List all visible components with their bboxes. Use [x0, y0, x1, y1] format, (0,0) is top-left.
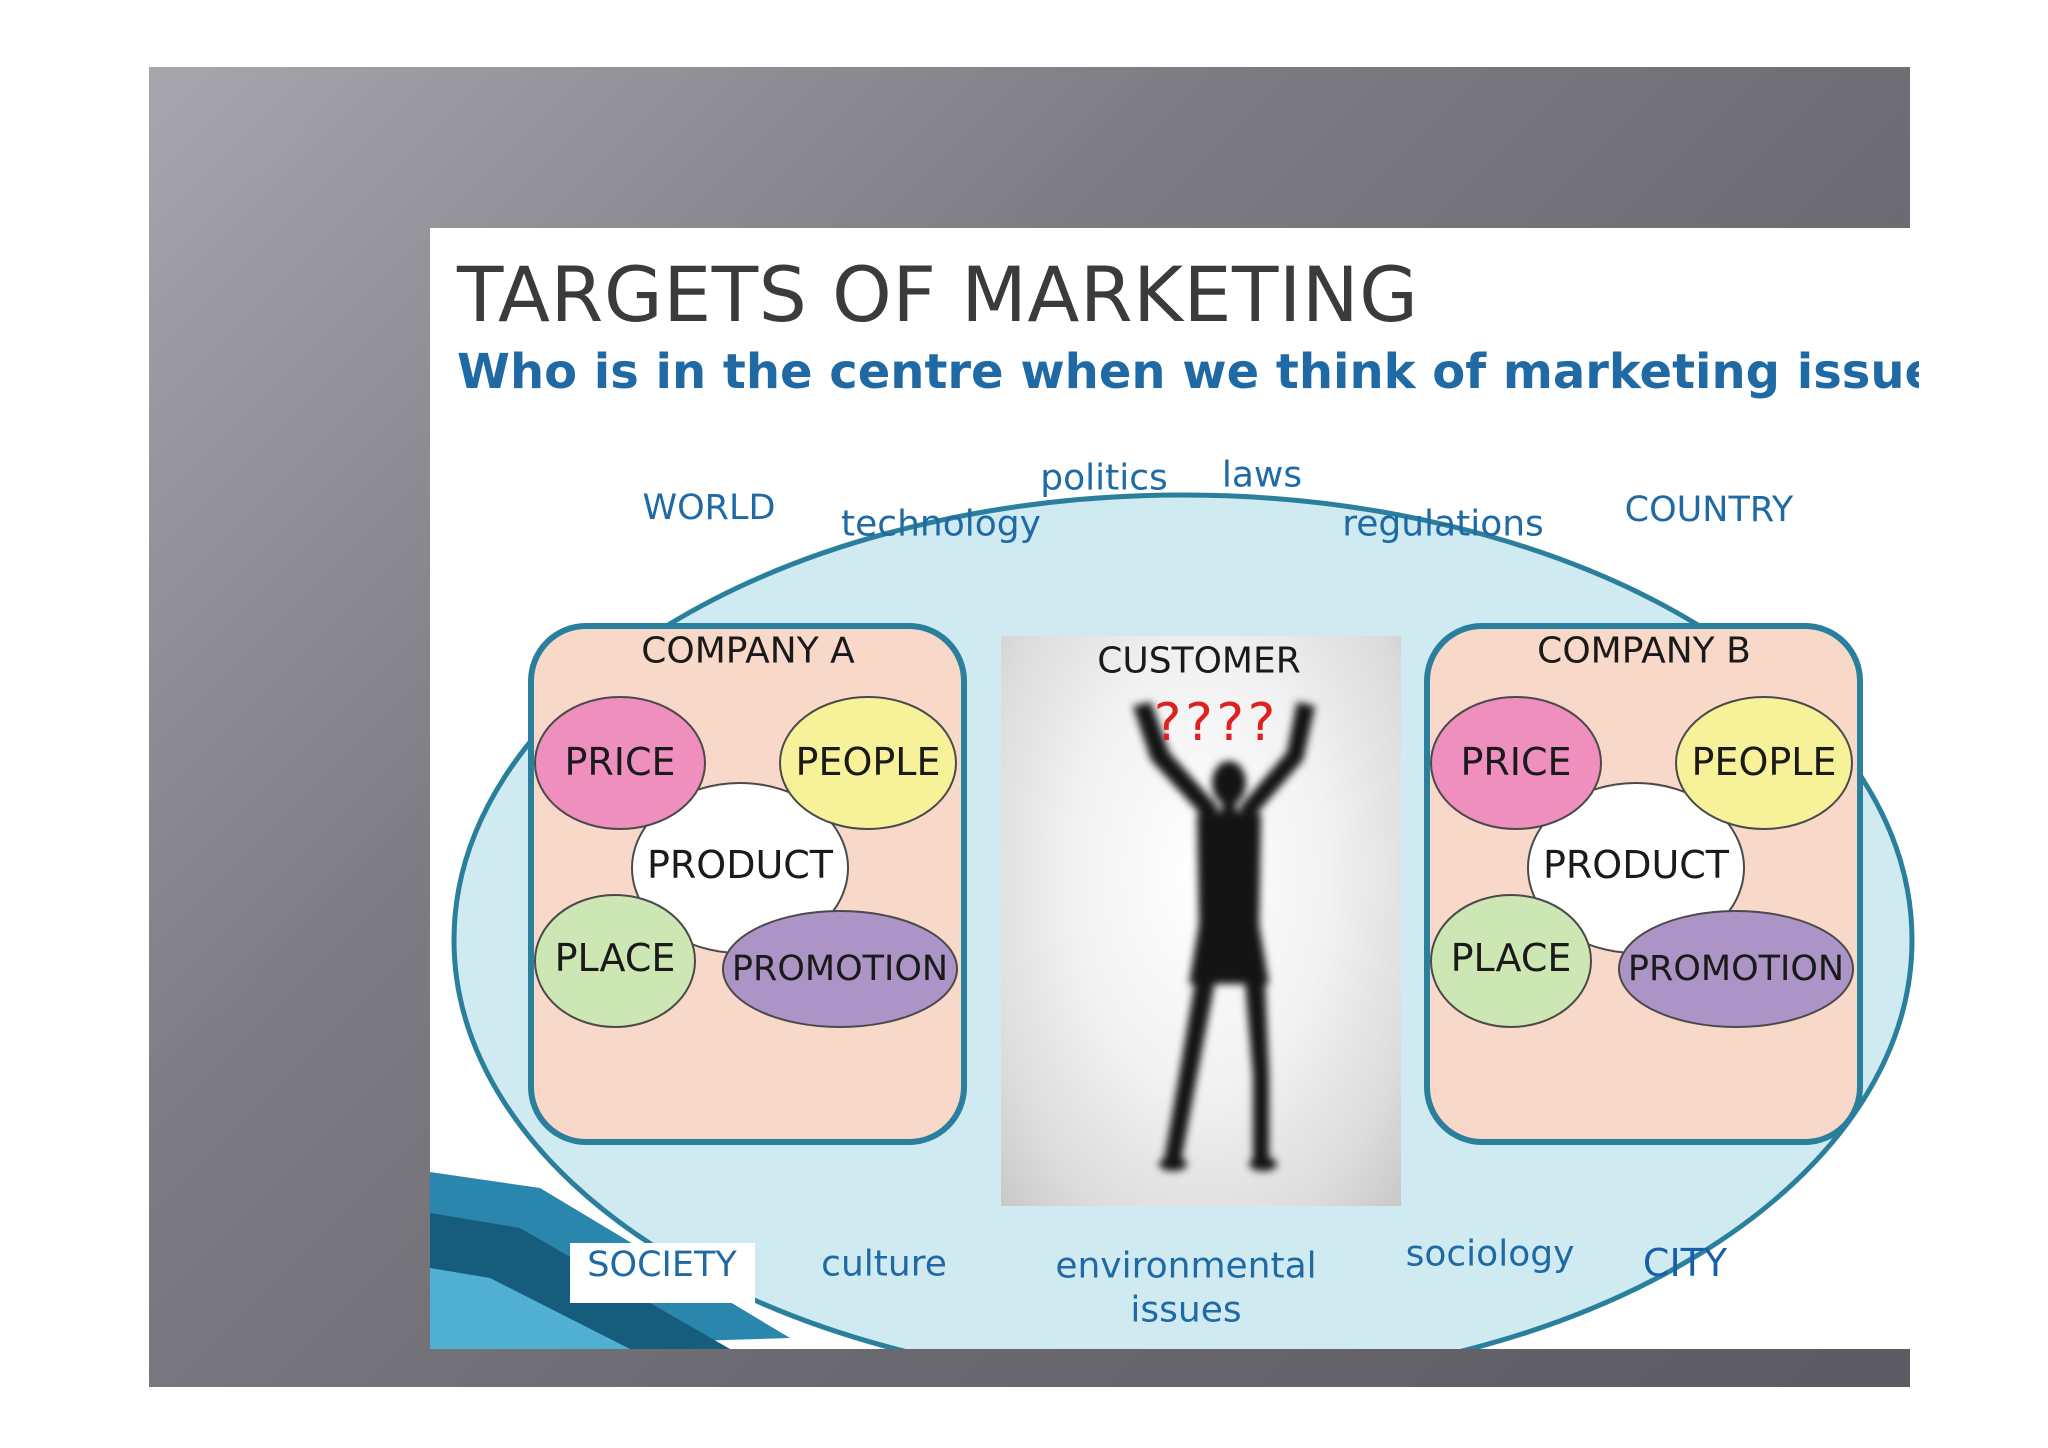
- slide: TARGETS OF MARKETING Who is in the centr…: [430, 228, 1919, 1349]
- company-b-title: COMPANY B: [1537, 630, 1751, 671]
- city-label: CITY: [1643, 1242, 1727, 1286]
- slide-frame: TARGETS OF MARKETING Who is in the centr…: [149, 67, 1910, 1387]
- company-b-people-label: PEOPLE: [1692, 741, 1837, 785]
- technology-label: technology: [841, 503, 1041, 544]
- customer-question-marks: ????: [1151, 694, 1276, 754]
- company-a-place-label: PLACE: [555, 937, 676, 981]
- slide-title: TARGETS OF MARKETING: [457, 250, 1419, 339]
- company-b-product-label: PRODUCT: [1543, 844, 1729, 888]
- country-label: COUNTRY: [1625, 490, 1794, 530]
- company-a-price-label: PRICE: [564, 741, 675, 785]
- company-a-promotion-label: PROMOTION: [732, 949, 948, 989]
- company-b-place-label: PLACE: [1451, 937, 1572, 981]
- customer-label: CUSTOMER: [1097, 640, 1300, 681]
- laws-label: laws: [1222, 454, 1302, 495]
- environmental-issues-label-line1: environmental: [1055, 1245, 1316, 1286]
- company-a-people-label: PEOPLE: [796, 741, 941, 785]
- culture-label: culture: [821, 1243, 947, 1284]
- sociology-label: sociology: [1406, 1233, 1575, 1274]
- company-b-promotion-label: PROMOTION: [1628, 949, 1844, 989]
- world-label-text: WORLD: [643, 488, 776, 528]
- company-b-price-label: PRICE: [1460, 741, 1571, 785]
- company-a-title: COMPANY A: [641, 630, 855, 671]
- customer-photo: CUSTOMER ????: [1001, 636, 1401, 1206]
- society-label: SOCIETY: [587, 1245, 736, 1285]
- regulations-label: regulations: [1342, 503, 1544, 544]
- environmental-issues-label-line2: issues: [1130, 1289, 1241, 1330]
- company-a-product-label: PRODUCT: [647, 844, 833, 888]
- slide-subtitle: Who is in the centre when we think of ma…: [457, 344, 1919, 400]
- politics-label: politics: [1040, 457, 1168, 498]
